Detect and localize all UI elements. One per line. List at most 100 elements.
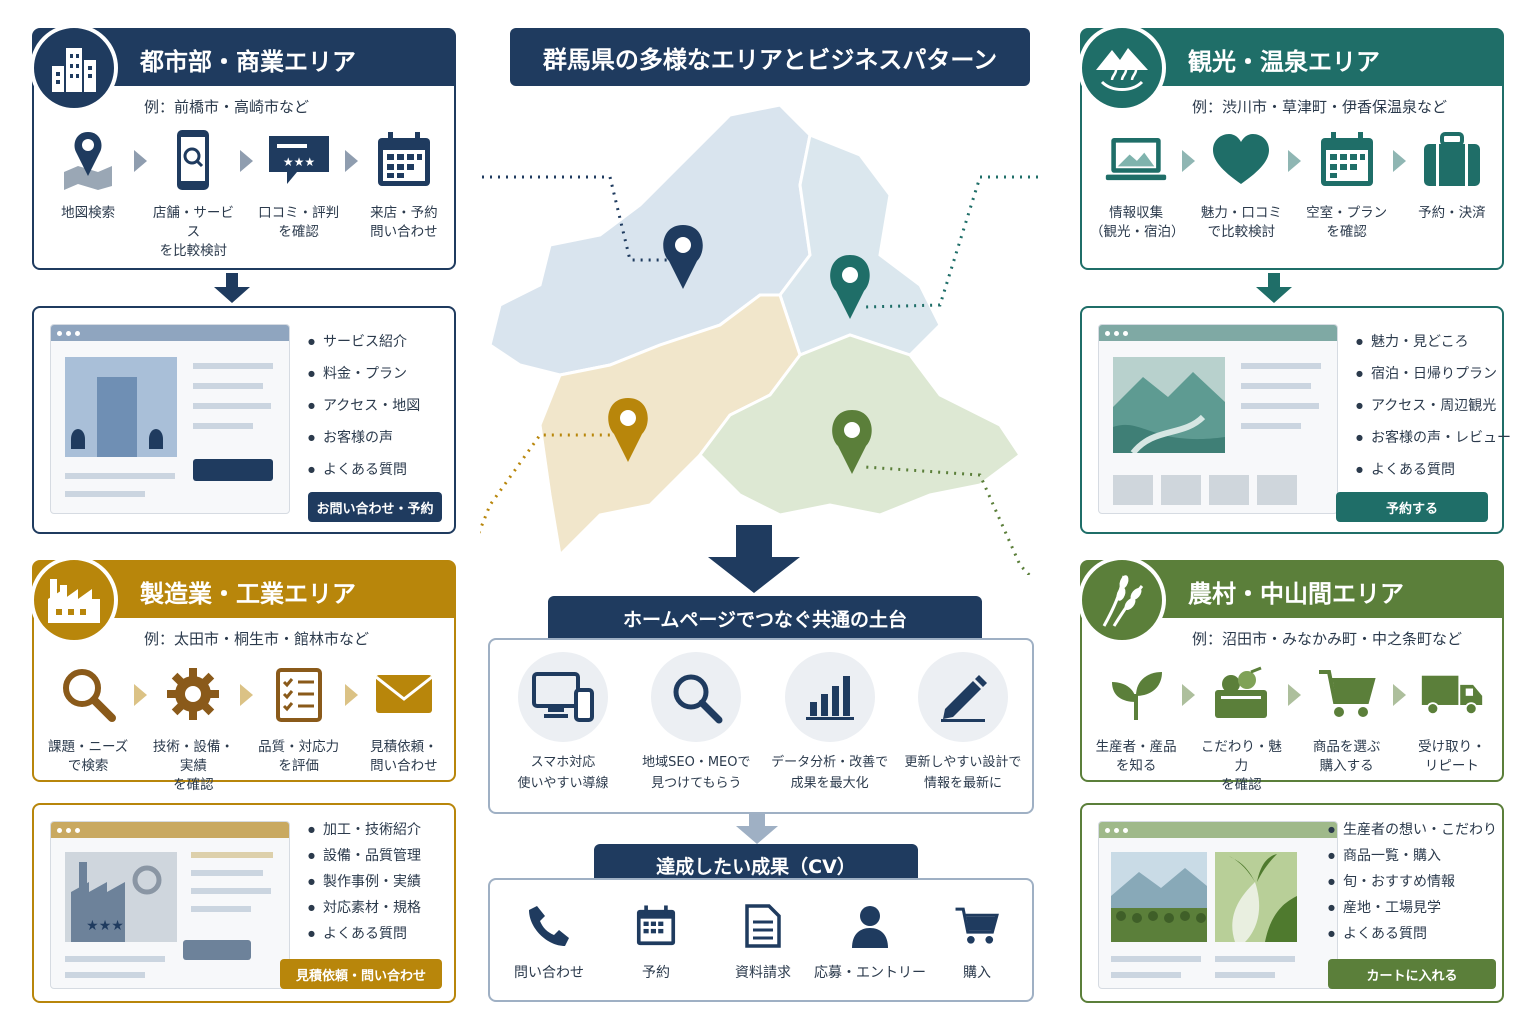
step-label: 受け取り・ リピート bbox=[1418, 739, 1486, 774]
down-arrow-icon bbox=[736, 814, 778, 844]
common-title: ホームページでつなぐ共通の土台 bbox=[548, 596, 982, 640]
quote-request-button[interactable]: 見積依頼・問い合わせ bbox=[280, 959, 442, 989]
cart-icon bbox=[1315, 662, 1379, 726]
website-mock-urban: サービス紹介 料金・プラン アクセス・地図 お客様の声 よくある質問 お問い合わ… bbox=[32, 306, 456, 534]
document-icon bbox=[743, 904, 783, 952]
page-title: 群馬県の多様なエリアとビジネスパターン bbox=[510, 28, 1030, 86]
gear-icon bbox=[161, 662, 225, 726]
step-label: こだわり・魅力 を確認 bbox=[1200, 739, 1282, 793]
responsive-devices-icon bbox=[518, 652, 608, 742]
feature-item: 料金・プラン bbox=[308, 358, 420, 390]
feature-item: 対応素材・規格 bbox=[308, 895, 421, 921]
laptop-icon bbox=[1104, 128, 1168, 192]
feature-item: お客様の声・レビュー bbox=[1356, 422, 1511, 454]
reserve-button[interactable]: 予約する bbox=[1336, 492, 1488, 522]
feature-item: 宿泊・日帰りプラン bbox=[1356, 358, 1511, 390]
feature-item: よくある質問 bbox=[1328, 921, 1497, 947]
map-pin-industry bbox=[608, 398, 648, 462]
common-item: 更新しやすい設計で 情報を最新に bbox=[900, 652, 1026, 794]
step-label: 見積依頼・ 問い合わせ bbox=[370, 739, 438, 774]
person-icon bbox=[848, 904, 892, 952]
buildings-icon bbox=[30, 24, 118, 112]
sprout-icon bbox=[1104, 662, 1168, 726]
rice-icon bbox=[1078, 556, 1166, 644]
step-label: 地図検索 bbox=[61, 205, 116, 221]
cv-item: 予約 bbox=[603, 904, 709, 982]
cv-item: 応募・エントリー bbox=[814, 904, 926, 982]
cv-item: 購入 bbox=[924, 904, 1030, 982]
common-item-label: データ分析・改善で 成果を最大化 bbox=[771, 755, 889, 791]
cv-item: 問い合わせ bbox=[496, 904, 602, 982]
checklist-icon bbox=[267, 662, 331, 726]
svg-text:★★★: ★★★ bbox=[282, 155, 314, 169]
map-pin-rural bbox=[832, 410, 872, 474]
contact-reserve-button[interactable]: お問い合わせ・予約 bbox=[308, 492, 442, 522]
map-pin-urban bbox=[663, 225, 703, 289]
cv-label: 問い合わせ bbox=[514, 965, 584, 981]
cv-label: 購入 bbox=[963, 965, 991, 981]
step-label: 口コミ・評判 を確認 bbox=[258, 205, 340, 240]
step-label: 商品を選ぶ 購入する bbox=[1312, 739, 1381, 774]
suitcase-icon bbox=[1420, 128, 1484, 192]
feature-item: よくある質問 bbox=[308, 454, 420, 486]
feature-item: 加工・技術紹介 bbox=[308, 817, 421, 843]
step-label: 生産者・産品 を知る bbox=[1095, 739, 1177, 774]
step-label: 店舗・サービス を比較検討 bbox=[152, 205, 234, 259]
cv-label: 応募・エントリー bbox=[814, 965, 926, 981]
review-stars-icon: ★★★ bbox=[267, 128, 331, 192]
common-item-label: スマホ対応 使いやすい導線 bbox=[517, 755, 609, 791]
step-label: 品質・対応力 を評価 bbox=[258, 739, 340, 774]
mountain-onsen-icon bbox=[1078, 24, 1166, 112]
add-to-cart-button[interactable]: カートに入れる bbox=[1328, 959, 1496, 989]
smartphone-search-icon bbox=[161, 128, 225, 192]
feature-item: 魅力・見どころ bbox=[1356, 326, 1511, 358]
step-label: 予約・決済 bbox=[1418, 205, 1486, 221]
feature-item: よくある質問 bbox=[1356, 454, 1511, 486]
down-arrow-icon bbox=[1256, 273, 1292, 303]
area-example-rural: 例：沼田市・みなかみ町・中之条町など bbox=[1192, 630, 1463, 648]
step-label: 魅力・口コミ で比較検討 bbox=[1200, 205, 1282, 240]
feature-item: お客様の声 bbox=[308, 422, 420, 454]
feature-item: 製作事例・実績 bbox=[308, 869, 421, 895]
common-item: データ分析・改善で 成果を最大化 bbox=[767, 652, 893, 794]
area-example-tourism: 例：渋川市・草津町・伊香保温泉など bbox=[1192, 98, 1448, 116]
common-item-label: 更新しやすい設計で 情報を最新に bbox=[904, 755, 1022, 791]
bar-chart-icon bbox=[784, 652, 875, 742]
envelope-icon bbox=[372, 662, 436, 726]
truck-icon bbox=[1420, 662, 1484, 726]
calendar-icon bbox=[634, 904, 678, 952]
cv-box: 問い合わせ 予約 資料請求 応募・エントリー 購入 bbox=[488, 878, 1034, 1002]
feature-item: 生産者の想い・こだわり bbox=[1328, 817, 1497, 843]
map-pin-tourism bbox=[830, 255, 870, 319]
area-example-industry: 例：太田市・桐生市・館林市など bbox=[144, 630, 370, 648]
heart-icon bbox=[1209, 128, 1273, 192]
feature-item: 旬・おすすめ情報 bbox=[1328, 869, 1497, 895]
area-example-urban: 例：前橋市・高崎市など bbox=[144, 98, 310, 116]
cv-item: 資料請求 bbox=[710, 904, 816, 982]
step-label: 技術・設備・実績 を確認 bbox=[152, 739, 234, 793]
website-mock-industry: ★★★ 加工・技術紹介 設備・品質管理 製作事例・実績 対応素材・規格 よくある… bbox=[32, 803, 456, 1003]
magnifier-icon bbox=[56, 662, 120, 726]
feature-item: アクセス・周辺観光 bbox=[1356, 390, 1511, 422]
vegetable-basket-icon bbox=[1209, 662, 1273, 726]
svg-text:★★★: ★★★ bbox=[86, 918, 124, 934]
feature-item: 設備・品質管理 bbox=[308, 843, 421, 869]
feature-item: 産地・工場見学 bbox=[1328, 895, 1497, 921]
magnifier-icon bbox=[651, 652, 742, 742]
common-item: 地域SEO・MEOで 見つけてもらう bbox=[633, 652, 759, 794]
cv-label: 資料請求 bbox=[735, 965, 791, 981]
feature-item: 商品一覧・購入 bbox=[1328, 843, 1497, 869]
map-pin-icon bbox=[56, 128, 120, 192]
factory-icon bbox=[30, 556, 118, 644]
step-label: 来店・予約 問い合わせ bbox=[370, 205, 438, 240]
common-foundation: スマホ対応 使いやすい導線 地域SEO・MEOで 見つけてもらう データ分析・改… bbox=[488, 638, 1034, 814]
step-label: 空室・プラン を確認 bbox=[1306, 205, 1388, 240]
down-arrow-icon bbox=[708, 525, 800, 593]
feature-item: アクセス・地図 bbox=[308, 390, 420, 422]
website-mock-tourism: 魅力・見どころ 宿泊・日帰りプラン アクセス・周辺観光 お客様の声・レビュー よ… bbox=[1080, 306, 1511, 534]
cv-label: 予約 bbox=[642, 965, 670, 981]
cart-icon bbox=[954, 904, 1000, 952]
phone-icon bbox=[527, 904, 571, 952]
calendar-icon bbox=[1315, 128, 1379, 192]
down-arrow-icon bbox=[214, 273, 250, 303]
